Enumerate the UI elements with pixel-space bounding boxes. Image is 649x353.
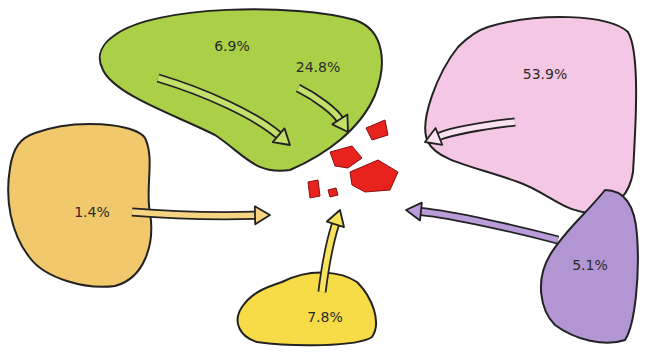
region-shape — [8, 124, 151, 287]
region-outline — [418, 12, 640, 217]
percentage-label: 6.9% — [214, 39, 250, 54]
percentage-label: 53.9% — [523, 67, 567, 82]
region-outline — [5, 118, 165, 290]
region-outline — [232, 262, 382, 348]
island — [328, 188, 338, 197]
island — [366, 120, 388, 140]
region-blob: 7.8% — [232, 262, 382, 348]
region-shape — [425, 17, 636, 213]
arrow-head — [327, 210, 344, 227]
percentage-label: 1.4% — [74, 205, 110, 220]
arrow-head — [255, 206, 270, 224]
arrow-outline — [132, 212, 255, 216]
percentage-label: 5.1% — [572, 258, 608, 273]
island — [330, 146, 362, 168]
arrow-shaft — [421, 212, 558, 240]
region-blob: 53.9% — [418, 12, 640, 217]
region-blob: 1.4% — [5, 118, 165, 290]
percentage-label: 24.8% — [296, 60, 340, 75]
arrow-head — [406, 203, 422, 221]
region-blob: 6.9% 24.8% — [95, 5, 390, 175]
region-blob: 5.1% — [535, 185, 643, 347]
arrow-shaft — [132, 212, 255, 216]
arrow-outline — [421, 212, 558, 240]
region-outline — [95, 5, 390, 175]
region-shape — [541, 190, 638, 343]
island — [308, 180, 320, 198]
region-shape — [238, 273, 376, 346]
island — [350, 160, 398, 192]
percentage-label: 7.8% — [307, 310, 343, 325]
